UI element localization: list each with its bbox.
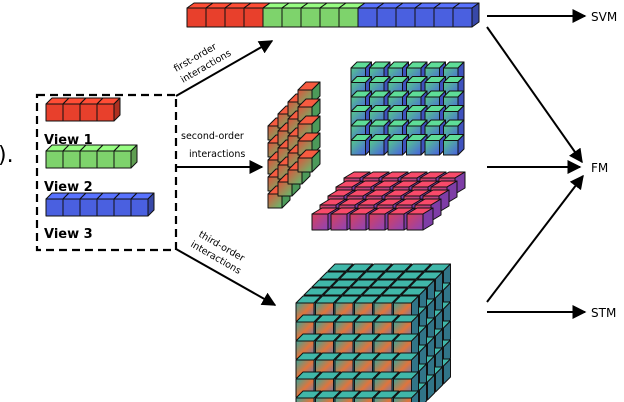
cube-icon [406,134,428,156]
output-fm: FM [591,161,608,175]
cube-icon [424,134,446,156]
second-order-slab-red-green [267,81,321,209]
cube-icon [350,134,372,156]
second-order-label-line1: second-order [181,131,244,142]
cube-icon [369,134,391,156]
views-box [35,93,178,252]
view-rows [45,97,155,217]
output-stm: STM [591,306,616,320]
arrow-third-order [175,248,277,306]
second-order-label-line2: interactions [189,149,245,160]
cube-icon [393,390,419,402]
cube-icon [443,134,465,156]
arrow-first-order [175,40,274,97]
arrow-third-to-fm [486,174,584,303]
cube-icon [96,97,121,122]
third-order-tensor [295,263,451,402]
stray-text: ). [0,143,14,168]
cube-icon [295,390,322,402]
second-order-slab-red-blue [311,171,466,231]
cube-icon [113,144,138,169]
first-order-tensor [186,2,480,28]
cube-icon [393,352,419,379]
view-1-label: View 1 [44,133,93,148]
cube-icon [130,192,155,217]
cube-icon [387,134,409,156]
view-2-label: View 2 [44,180,93,195]
output-svm: SVM [591,10,617,24]
second-order-slab-green-blue [350,61,465,156]
arrow-svm-side-to-fm [486,26,583,164]
view-3-label: View 3 [44,227,93,242]
cube-icon [406,207,434,231]
cube-icon [452,2,480,28]
cube-icon [297,149,321,173]
